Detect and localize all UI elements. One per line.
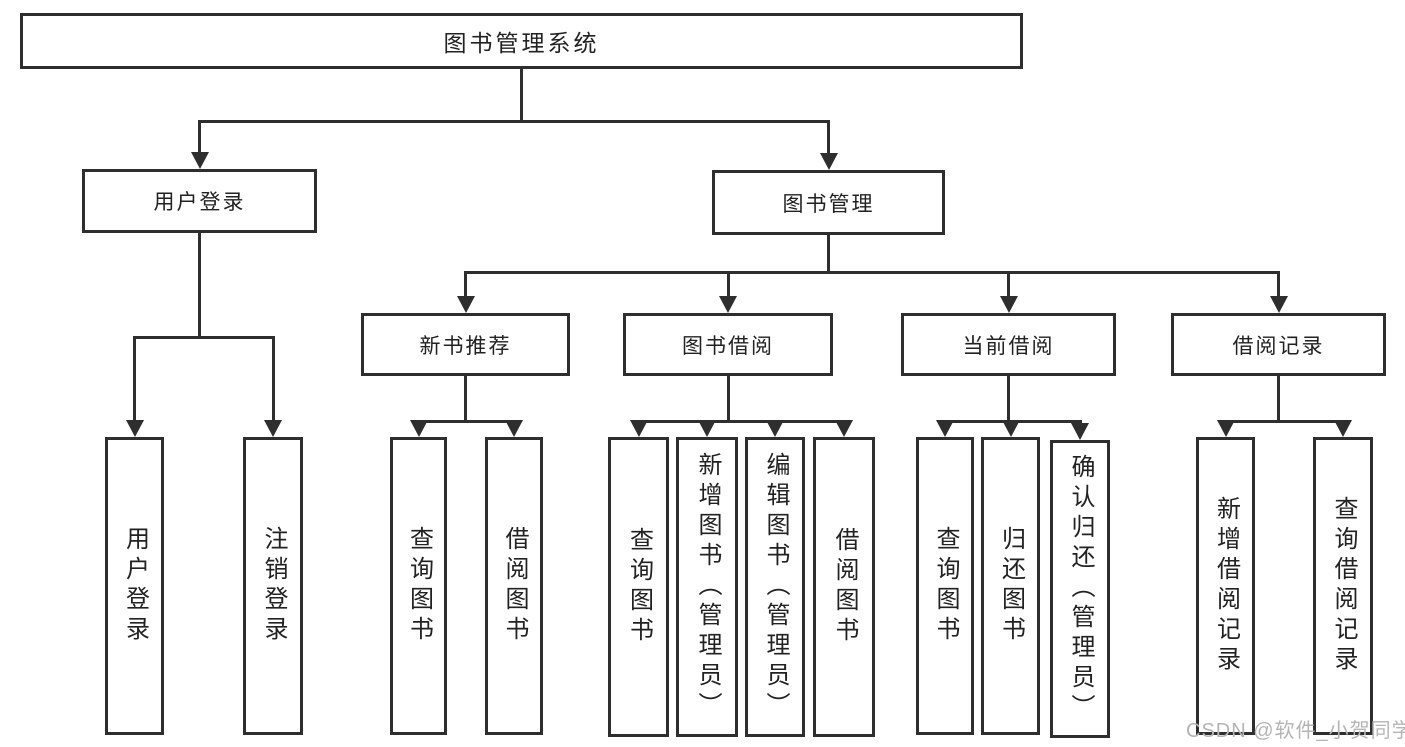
- connector-drop-leaf-logout: [271, 336, 275, 421]
- connector-drop-leaf-user-login: [133, 336, 136, 421]
- node-user-login: 用户登录: [82, 169, 317, 233]
- node-leaf-borrow-book-2: 借阅图书: [813, 437, 875, 737]
- connector-drop-book-management: [827, 120, 830, 154]
- connector-split-book-management: [464, 271, 1280, 274]
- node-root: 图书管理系统: [20, 13, 1023, 69]
- arrowhead-icon-book-borrow: [719, 296, 737, 313]
- node-label-leaf-edit-book: 编辑图书（管理员）: [762, 452, 789, 722]
- node-book-management: 图书管理: [712, 170, 945, 235]
- node-label-leaf-add-book: 新增图书（管理员）: [694, 452, 721, 722]
- node-leaf-add-record: 新增借阅记录: [1196, 437, 1255, 735]
- node-leaf-confirm-ret: 确认归还（管理员）: [1050, 440, 1110, 738]
- connector-drop-borrow-records: [1277, 271, 1280, 297]
- node-label-leaf-query-record: 查询借阅记录: [1330, 496, 1357, 676]
- arrowhead-icon-leaf-query-book-2: [629, 420, 648, 437]
- arrowhead-icon-leaf-borrow-book-1: [505, 420, 523, 437]
- connector-trunk-root: [520, 69, 523, 123]
- connector-trunk-book-management: [827, 235, 830, 274]
- node-label-leaf-user-login: 用户登录: [121, 526, 149, 646]
- node-leaf-add-book: 新增图书（管理员）: [676, 437, 738, 737]
- node-leaf-user-login: 用户登录: [105, 437, 164, 735]
- node-book-borrow: 图书借阅: [623, 313, 833, 376]
- node-leaf-borrow-book-1: 借阅图书: [485, 437, 543, 735]
- node-label-borrow-records: 借阅记录: [1232, 334, 1325, 358]
- node-label-leaf-query-book-3: 查询图书: [932, 526, 959, 646]
- arrowhead-icon-new-book-rec: [456, 296, 475, 313]
- connector-split-new-book-rec: [417, 420, 516, 423]
- node-label-leaf-confirm-ret: 确认归还（管理员）: [1067, 454, 1094, 724]
- csdn-watermark: CSDN @软件_小贺同学: [1186, 720, 1405, 742]
- arrowhead-icon-user-login: [190, 152, 209, 169]
- connector-trunk-user-login: [198, 233, 201, 339]
- node-label-leaf-logout: 注销登录: [260, 526, 287, 646]
- arrowhead-icon-leaf-edit-book: [766, 420, 784, 437]
- node-label-leaf-query-book-2: 查询图书: [625, 527, 653, 647]
- node-leaf-edit-book: 编辑图书（管理员）: [745, 437, 805, 737]
- arrowhead-icon-leaf-query-book-3: [936, 420, 954, 437]
- node-leaf-query-record: 查询借阅记录: [1313, 437, 1373, 735]
- arrowhead-icon-leaf-confirm-ret: [1071, 423, 1089, 440]
- node-label-new-book-rec: 新书推荐: [419, 334, 512, 358]
- connector-drop-book-borrow: [726, 271, 730, 297]
- arrowhead-icon-leaf-add-book: [698, 420, 716, 437]
- arrowhead-icon-leaf-query-record: [1334, 420, 1352, 437]
- node-label-leaf-borrow-book-1: 借阅图书: [501, 526, 528, 646]
- arrowhead-icon-leaf-query-book-1: [409, 420, 428, 437]
- node-label-leaf-query-book-1: 查询图书: [405, 526, 433, 646]
- arrowhead-icon-leaf-user-login: [125, 420, 144, 437]
- node-label-book-borrow: 图书借阅: [682, 334, 774, 358]
- connector-trunk-current-borrow: [1007, 376, 1010, 423]
- node-label-book-management: 图书管理: [782, 192, 875, 216]
- node-leaf-query-book-3: 查询图书: [916, 437, 974, 735]
- node-leaf-query-book-2: 查询图书: [608, 437, 669, 737]
- node-label-user-login: 用户登录: [153, 191, 246, 214]
- arrowhead-icon-current-borrow: [999, 296, 1018, 313]
- node-leaf-query-book-1: 查询图书: [390, 437, 447, 735]
- connector-drop-current-borrow: [1007, 271, 1010, 297]
- arrowhead-icon-borrow-records: [1269, 296, 1288, 313]
- connector-split-book-borrow: [637, 420, 846, 423]
- connector-drop-leaf-confirm-ret: [1078, 420, 1082, 424]
- arrowhead-icon-leaf-add-record: [1216, 420, 1235, 437]
- connector-drop-user-login: [198, 120, 201, 153]
- arrowhead-icon-book-management: [819, 153, 838, 170]
- connector-trunk-book-borrow: [726, 376, 730, 423]
- connector-split-borrow-records: [1224, 420, 1345, 423]
- connector-split-root: [198, 120, 830, 123]
- node-borrow-records: 借阅记录: [1171, 313, 1386, 376]
- node-new-book-rec: 新书推荐: [361, 313, 570, 376]
- arrowhead-icon-leaf-logout: [264, 420, 282, 437]
- arrowhead-icon-leaf-borrow-book-2: [835, 420, 853, 437]
- arrowhead-icon-leaf-return-book: [1001, 420, 1020, 437]
- node-label-root: 图书管理系统: [443, 30, 600, 56]
- node-label-current-borrow: 当前借阅: [962, 334, 1055, 358]
- node-current-borrow: 当前借阅: [901, 313, 1116, 376]
- connector-split-user-login: [133, 336, 275, 339]
- connector-trunk-new-book-rec: [464, 376, 467, 423]
- node-label-leaf-add-record: 新增借阅记录: [1212, 496, 1240, 676]
- node-label-leaf-return-book: 归还图书: [997, 526, 1025, 646]
- node-leaf-logout: 注销登录: [243, 437, 303, 735]
- node-leaf-return-book: 归还图书: [981, 437, 1040, 735]
- connector-drop-new-book-rec: [464, 271, 467, 297]
- connector-trunk-borrow-records: [1277, 376, 1280, 423]
- node-label-leaf-borrow-book-2: 借阅图书: [831, 527, 858, 647]
